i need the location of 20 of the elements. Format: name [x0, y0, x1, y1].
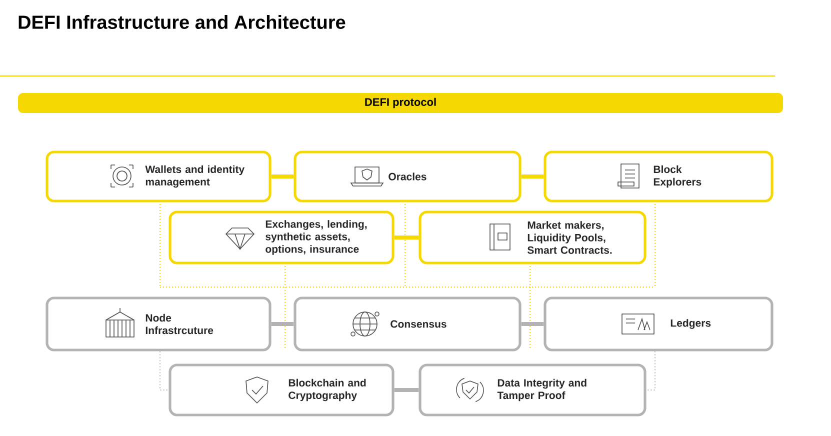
connector	[394, 388, 419, 392]
component-box: Wallets and identity management	[46, 150, 272, 202]
component-box: Consensus	[294, 296, 522, 352]
component-box: Market makers, Liquidity Pools, Smart Contracts.	[418, 210, 646, 264]
component-box: Data Integrity and Tamper Proof	[418, 364, 646, 416]
connector	[271, 174, 294, 178]
component-box: Node Infrastrcuture	[46, 296, 272, 352]
title: DEFI Infrastructure and Architecture	[18, 15, 346, 29]
connector	[521, 174, 544, 178]
connector	[521, 322, 544, 326]
component-box: Oracles	[294, 150, 522, 202]
connector	[160, 350, 170, 390]
connector	[646, 350, 656, 390]
connector	[271, 322, 294, 326]
protocol-band: DEFI protocol	[18, 93, 783, 113]
component-box: Ledgers	[544, 296, 774, 352]
connector	[394, 236, 419, 240]
component-box: Exchanges, lending, synthetic assets, options, insurance	[168, 210, 394, 264]
component-box: Blockchain and Cryptography	[168, 364, 394, 416]
component-box: Block Explorers	[544, 150, 774, 202]
